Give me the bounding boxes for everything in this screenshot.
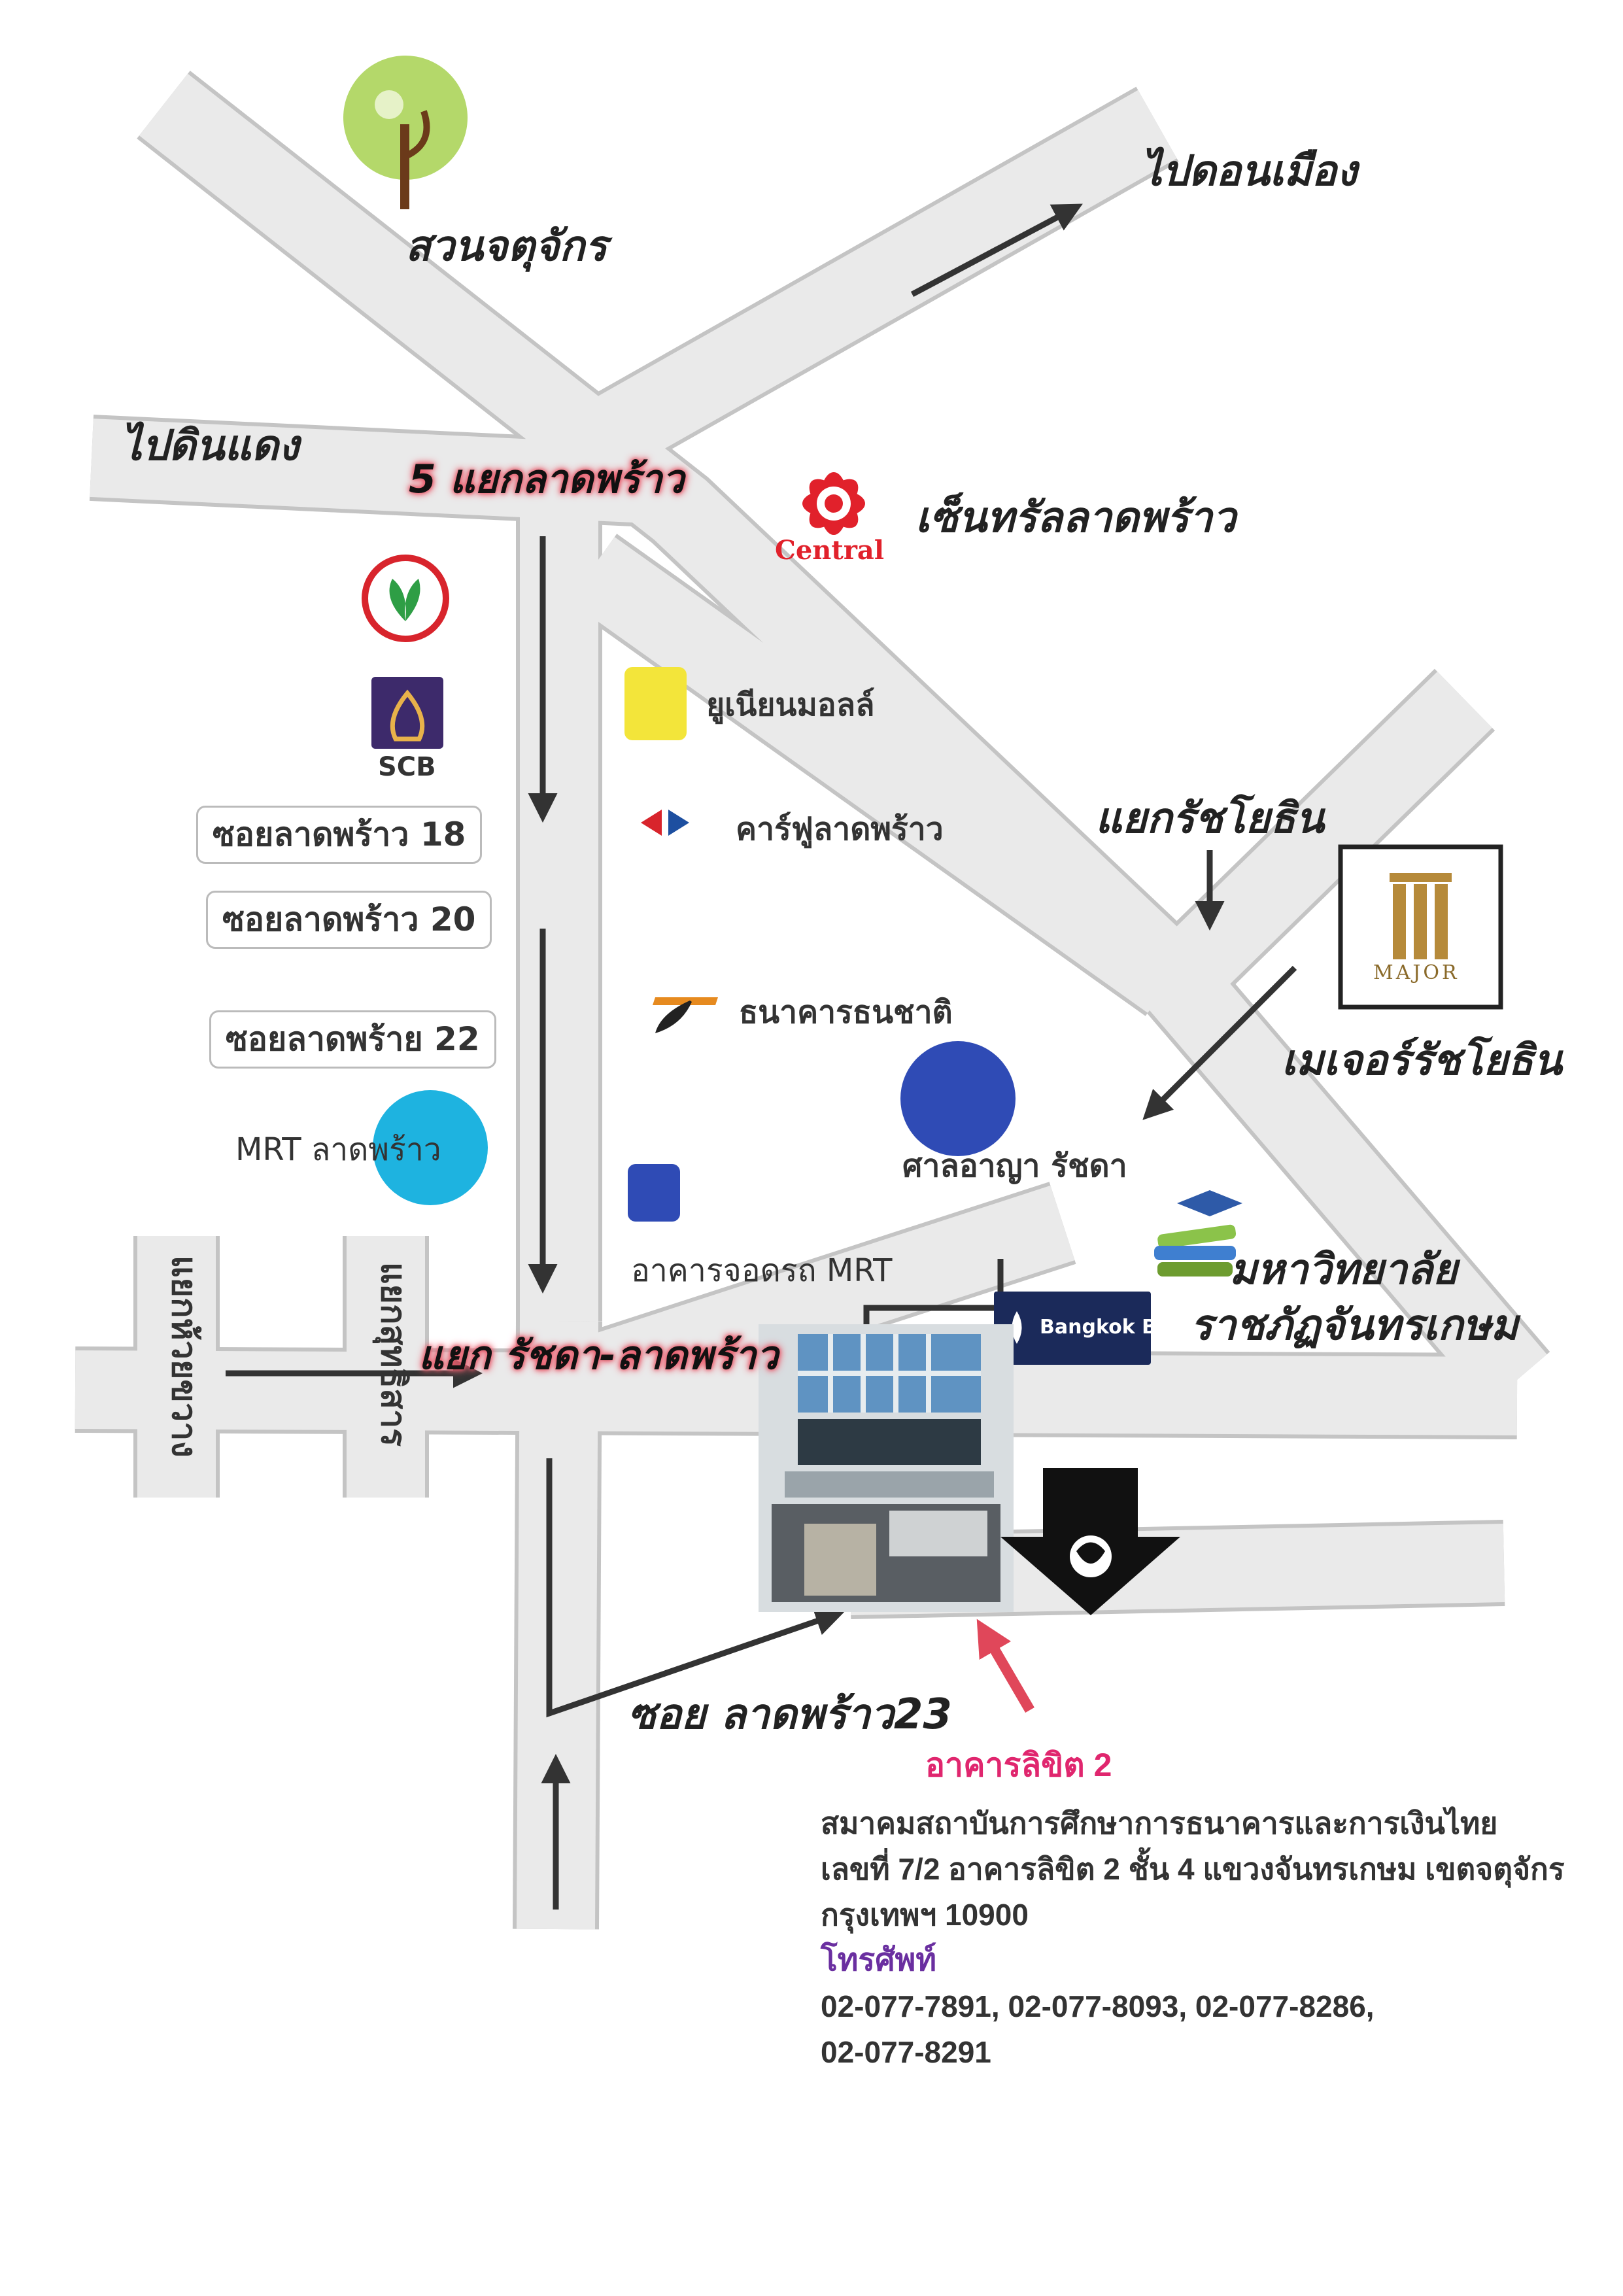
label-to-dindaeng: ไปดินแดง — [121, 422, 299, 470]
label-court: ศาลอาญา รัชดา — [902, 1148, 1127, 1184]
label-soi-22: ซอยลาดพร้าย 22 — [209, 1010, 496, 1069]
label-mrt-parking: อาคารจอดรถ MRT — [631, 1252, 893, 1289]
label-ratchada-ladprao-junction: แยก รัชดา-ลาดพร้าว — [419, 1333, 779, 1379]
label-central-logo-text: Central — [775, 535, 885, 566]
contact-info: อาคารลิขิต 2 สมาคมสถาบันการศึกษาการธนาคา… — [821, 1739, 1623, 2075]
label-soi-18: ซอยลาดพร้าว 18 — [196, 806, 483, 864]
label-union-mall: ยูเนียนมอลล์ — [706, 687, 875, 723]
label-ratchayothin-junction: แยกรัชโยธิน — [1095, 795, 1324, 843]
label-scb-logo-text: SCB — [378, 752, 436, 782]
building-name: อาคารลิขิต 2 — [925, 1747, 1112, 1783]
phone-label: โทรศัพท์ — [821, 1943, 936, 1978]
phone-numbers-1: 02-077-7891, 02-077-8093, 02-077-8286, — [821, 1989, 1375, 2023]
pointer-arrow-icon — [976, 1619, 1034, 1713]
court-circle — [900, 1041, 1016, 1156]
label-soi-20: ซอยลาดพร้าว 20 — [206, 891, 492, 949]
arrow-to-donmueang — [910, 203, 1083, 297]
mrt-station-circle — [373, 1090, 488, 1205]
tree-icon — [343, 56, 468, 209]
major-logo — [1338, 844, 1503, 1010]
label-mrt-ladprao: MRT ลาดพร้าว — [235, 1131, 441, 1168]
address-line-1: เลขที่ 7/2 อาคารลิขิต 2 ชั้น 4 แขวงจันทร… — [821, 1852, 1565, 1886]
address-line-2: กรุงเทพฯ 10900 — [821, 1898, 1029, 1932]
arrow-building-connector — [863, 1259, 1004, 1337]
books-icon — [1154, 1190, 1242, 1277]
label-carrefour: คาร์ฟูลาดพร้าว — [736, 811, 944, 848]
thanachart-logo — [653, 997, 718, 1033]
label-university-line2: ราชภัฏจันทรเกษม — [1190, 1301, 1518, 1350]
union-mall-logo — [624, 667, 687, 740]
label-bangkok-bank: Bangkok Bank — [1040, 1316, 1197, 1339]
label-major-logo-text: MAJOR — [1373, 961, 1460, 984]
label-major: เมเจอร์รัชโยธิน — [1282, 1037, 1562, 1085]
kbank-logo — [362, 555, 449, 642]
label-to-donmueang: ไปดอนเมือง — [1141, 147, 1358, 196]
label-suthisan-junction: แยกสุทธิสาร — [373, 1262, 413, 1447]
direction-arrows — [226, 203, 1297, 1910]
organization-name: สมาคมสถาบันการศึกษาการธนาคารและการเงินไท… — [821, 1806, 1498, 1840]
building-photo — [759, 1324, 1014, 1612]
mrt-parking-logo — [628, 1164, 680, 1222]
label-huai-khwang-junction: แยกห้วยขวาง — [164, 1256, 203, 1458]
label-university-line1: มหาวิทยาลัย — [1229, 1246, 1458, 1294]
arrow-soi23-route — [546, 1458, 846, 1718]
carrefour-logo — [641, 810, 689, 836]
label-five-way-junction: 5 แยกลาดพร้าว — [409, 456, 685, 502]
label-thanachart: ธนาคารธนชาติ — [739, 994, 953, 1031]
label-soi-23: ซอย ลาดพร้าว23 — [628, 1690, 952, 1739]
phone-numbers-2: 02-077-8291 — [821, 2035, 991, 2069]
scb-logo — [371, 677, 443, 749]
label-park: สวนจตุจักร — [405, 222, 607, 271]
arrow-major-to-junction — [1142, 965, 1297, 1120]
destination-house-icon — [1000, 1468, 1180, 1615]
bangkok-bank-logo — [994, 1292, 1151, 1365]
central-logo — [802, 472, 865, 535]
label-central: เซ็นทรัลลาดพร้าว — [915, 494, 1236, 542]
